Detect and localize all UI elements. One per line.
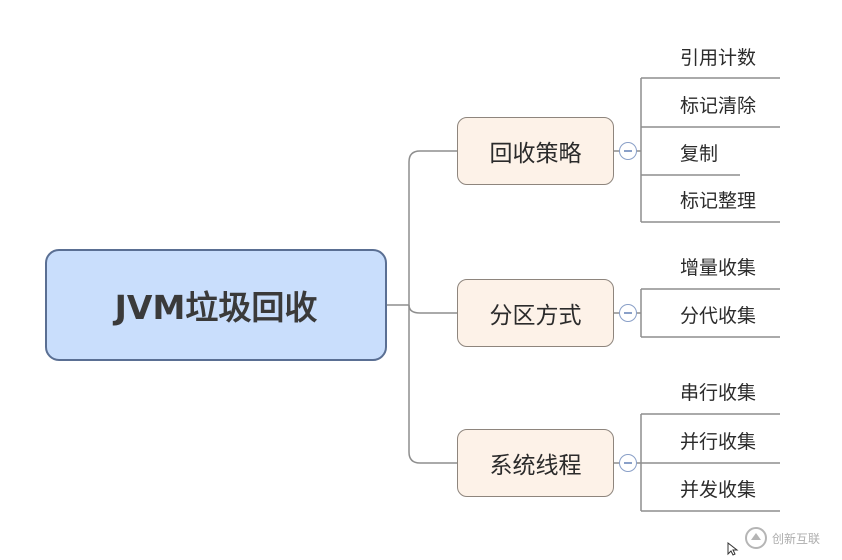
collapse-branch-3-minus-circle-icon[interactable]: [619, 454, 637, 472]
leaf-node[interactable]: 分代收集: [680, 305, 757, 327]
brand-logo-icon: [745, 527, 767, 549]
leaf-node[interactable]: 标记清除: [680, 95, 757, 117]
leaf-node[interactable]: 并行收集: [680, 431, 757, 453]
leaf-node[interactable]: 标记整理: [680, 190, 757, 212]
watermark-text: 创新互联: [772, 531, 821, 546]
branch-connector-3: [408, 451, 457, 464]
leaf-node[interactable]: 增量收集: [680, 257, 757, 279]
branch-node-recycle-strategy[interactable]: 回收策略: [457, 117, 614, 185]
root-node-label: JVM垃圾回收: [114, 288, 318, 327]
branch-node-label: 系统线程: [489, 453, 582, 479]
branch-connector-1: [408, 150, 457, 163]
leaf-node[interactable]: 并发收集: [680, 479, 757, 501]
branch-node-label: 回收策略: [489, 141, 582, 167]
leaf-node[interactable]: 复制: [680, 143, 719, 165]
branch-node-label: 分区方式: [489, 303, 582, 329]
collapse-branch-1-minus-circle-icon[interactable]: [619, 142, 637, 160]
collapse-branch-2-minus-circle-icon[interactable]: [619, 304, 637, 322]
branch-connector-2: [408, 304, 457, 314]
pointer-cursor-icon: [727, 542, 739, 556]
root-node[interactable]: JVM垃圾回收: [45, 249, 387, 361]
branch-node-partition-method[interactable]: 分区方式: [457, 279, 614, 347]
leaf-node[interactable]: 串行收集: [680, 382, 757, 404]
leaf-node[interactable]: 引用计数: [680, 47, 757, 69]
watermark: 创新互联: [744, 520, 840, 556]
branch-node-system-thread[interactable]: 系统线程: [457, 429, 614, 497]
